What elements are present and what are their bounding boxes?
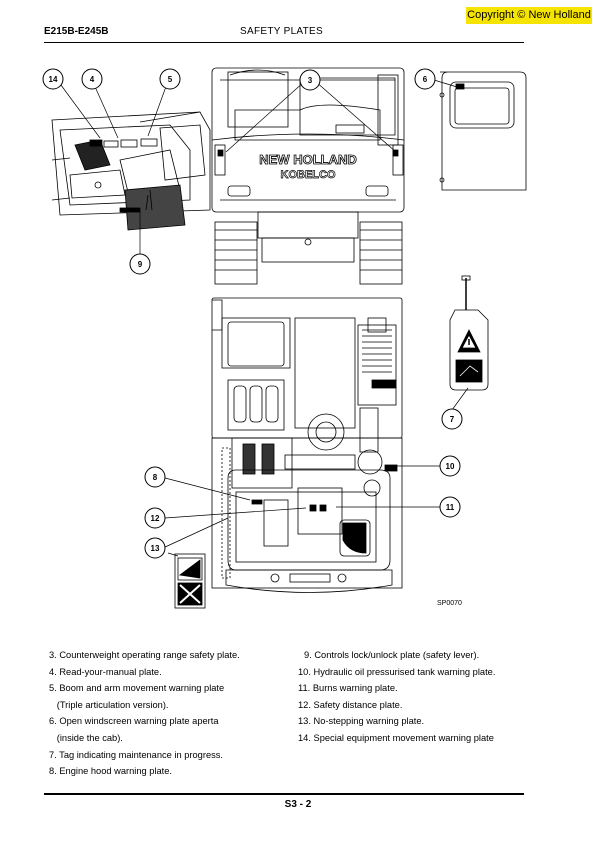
callout-circles [42, 68, 463, 559]
legend-item: 13. No-stepping warning plate. [298, 716, 425, 727]
rear-view-drawing [211, 67, 405, 285]
brand-line-1: NEW HOLLAND [259, 152, 357, 167]
callout-7: 7 [450, 415, 455, 424]
callout-6: 6 [423, 75, 428, 84]
callout-9: 9 [138, 260, 143, 269]
maintenance-tag-drawing [449, 275, 489, 391]
legend-item: 10. Hydraulic oil pressurised tank warni… [298, 666, 496, 677]
legend-item: 4. Read-your-manual plate. [49, 666, 162, 677]
leader-lines [57, 79, 469, 557]
legend-item: 12. Safety distance plate. [298, 699, 403, 710]
legend-item: 8. Engine hood warning plate. [49, 766, 173, 777]
no-stepping-plate-drawing [174, 553, 206, 609]
callout-14: 14 [49, 75, 58, 84]
legend-item: 7. Tag indicating maintenance in progres… [49, 749, 223, 760]
callout-12: 12 [151, 514, 160, 523]
callout-11: 11 [446, 503, 455, 512]
header-rule [44, 42, 524, 43]
safety-plates-diagram: NEW HOLLAND KOBELCO 14 4 5 3 6 9 7 8 10 … [42, 67, 527, 609]
callout-5: 5 [168, 75, 173, 84]
cab-interior-drawing [51, 111, 211, 231]
cab-door-drawing [439, 71, 527, 191]
top-view-drawing [211, 297, 403, 593]
legend-item: (Triple articulation version). [49, 699, 169, 710]
callout-13: 13 [151, 544, 160, 553]
legend-left-column: 3. Counterweight operating range safety … [49, 647, 289, 780]
legend-item: 5. Boom and arm movement warning plate [49, 683, 225, 694]
callout-3: 3 [308, 76, 313, 85]
callout-8: 8 [153, 473, 158, 482]
copyright-badge: Copyright © New Holland [466, 7, 592, 24]
model-label: E215B-E245B [44, 26, 109, 37]
legend-item: 14. Special equipment movement warning p… [298, 732, 494, 743]
section-title: SAFETY PLATES [240, 26, 324, 37]
page-number: S3 - 2 [284, 799, 312, 810]
legend-item: 3. Counterweight operating range safety … [49, 650, 240, 660]
legend-right-column: 9. Controls lock/unlock plate (safety le… [298, 647, 538, 747]
legend-item: 9. Controls lock/unlock plate (safety le… [304, 650, 480, 660]
callout-4: 4 [90, 75, 95, 84]
legend-item: 6. Open windscreen warning plate aperta [49, 716, 219, 727]
figure-code: SP0070 [437, 600, 462, 607]
footer-rule [44, 793, 524, 795]
brand-line-2: KOBELCO [281, 169, 336, 181]
legend-item: (inside the cab). [49, 732, 123, 743]
callout-10: 10 [446, 462, 455, 471]
legend-item: 11. Burns warning plate. [298, 683, 398, 694]
